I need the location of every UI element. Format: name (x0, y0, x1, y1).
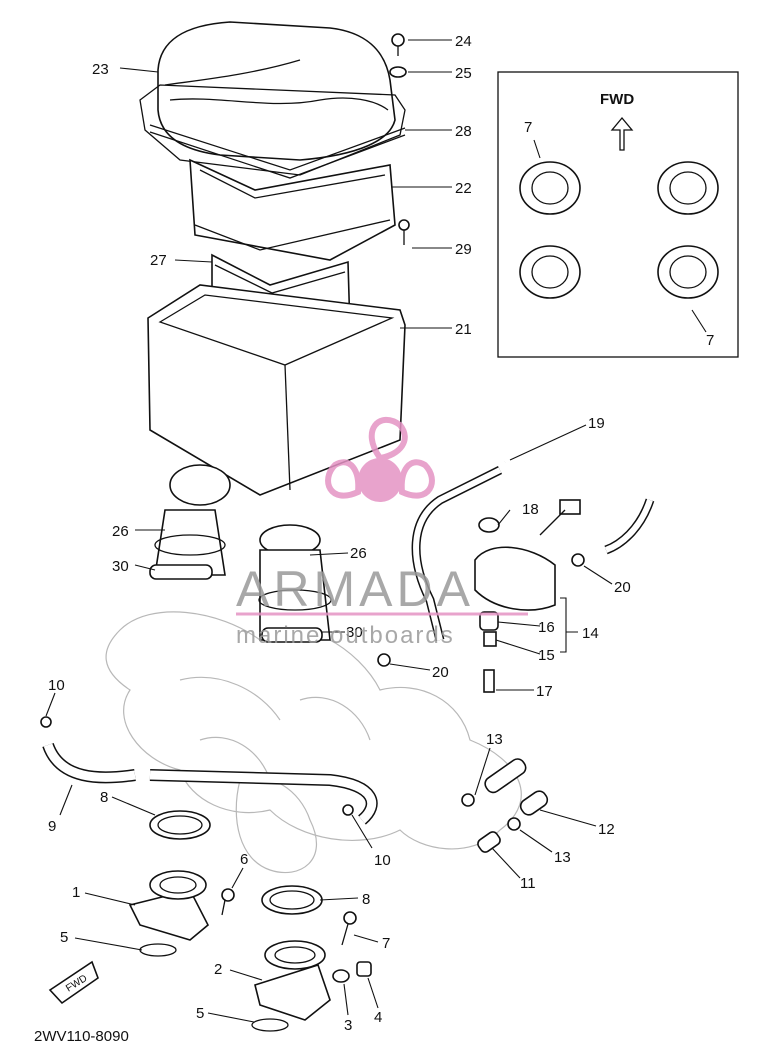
joint-26-right (258, 524, 332, 641)
callout-20-right: 20 (614, 579, 631, 596)
callout-15: 15 (538, 647, 555, 664)
washer-25 (389, 66, 407, 78)
clamp-8-upper (149, 810, 211, 840)
clip-20a (571, 553, 585, 567)
watermark-tagline: marine outboards (236, 622, 455, 649)
callout-8-upper: 8 (100, 789, 108, 806)
callout-26-left: 26 (112, 523, 129, 540)
nipple-17 (483, 669, 495, 693)
callout-5-lower: 5 (196, 1005, 204, 1022)
callout-6: 6 (240, 851, 248, 868)
inset-joint-ll (519, 245, 581, 299)
screw-29 (398, 219, 410, 245)
fuel-pump-14 (474, 499, 581, 611)
callout-22: 22 (455, 180, 472, 197)
leader-lines (45, 39, 707, 1023)
callout-24: 24 (455, 33, 472, 50)
fitting-11 (477, 831, 501, 853)
watermark-brand: ARMADA (236, 561, 474, 617)
armada-watermark: ARMADA marine outboards (236, 416, 528, 649)
clamp-30-right (261, 627, 323, 643)
clamp-30-left (149, 564, 213, 580)
hose-9 (42, 742, 378, 825)
plug-4 (356, 961, 372, 977)
callout-3: 3 (344, 1017, 352, 1034)
inset-joint-ul (519, 161, 581, 215)
orientation-inset: FWD (497, 71, 739, 358)
inset-joint-ur (657, 161, 719, 215)
callout-16: 16 (538, 619, 555, 636)
callout-5-upper: 5 (60, 929, 68, 946)
corner-fwd-arrow: FWD (48, 960, 99, 1005)
clip-13a (461, 793, 475, 807)
fitting-15 (483, 631, 497, 647)
filter-frame (189, 158, 396, 261)
callout-7-inset-bottom: 7 (706, 332, 714, 349)
callout-14: 14 (582, 625, 599, 642)
callout-4: 4 (374, 1009, 382, 1026)
callout-17: 17 (536, 683, 553, 700)
joint-26-left (154, 464, 231, 576)
airbox-gasket (149, 124, 406, 179)
intake-manifold-1 (128, 870, 210, 941)
callout-28: 28 (455, 123, 472, 140)
clip-10b (342, 804, 354, 816)
vent-hose-19 (411, 448, 655, 642)
intake-manifold-2 (254, 940, 331, 1021)
screw-24 (391, 33, 405, 56)
callout-30-left: 30 (112, 558, 129, 575)
clip-20b (377, 653, 391, 667)
callout-29: 29 (455, 241, 472, 258)
callout-23: 23 (92, 61, 109, 78)
collar-3 (332, 969, 350, 983)
callout-8-lower: 8 (362, 891, 370, 908)
inset-fwd-label: FWD (600, 91, 634, 108)
callout-10-left: 10 (48, 677, 65, 694)
callout-21: 21 (455, 321, 472, 338)
drawing-code: 2WV110-8090 (34, 1028, 129, 1045)
callout-26-right: 26 (350, 545, 367, 562)
callout-19: 19 (588, 415, 605, 432)
propeller-icon (325, 416, 435, 502)
oring-5-lower (251, 1018, 289, 1032)
callout-9: 9 (48, 818, 56, 835)
inset-joint-lr (657, 245, 719, 299)
callout-2: 2 (214, 961, 222, 978)
callout-7-main: 7 (382, 935, 390, 952)
callout-13-top: 13 (486, 731, 503, 748)
airbox-case (147, 284, 406, 496)
clamp-8-lower (261, 885, 323, 915)
callout-27: 27 (150, 252, 167, 269)
bolt-7 (341, 911, 357, 946)
callout-20-left: 20 (432, 664, 449, 681)
oring-5-upper (139, 943, 177, 957)
callout-11: 11 (520, 875, 536, 892)
airbox-cover (139, 21, 406, 176)
fitting-16 (479, 611, 499, 631)
callout-18: 18 (522, 501, 539, 518)
callout-12: 12 (598, 821, 615, 838)
clip-13b (507, 817, 521, 831)
hose-12 (519, 790, 549, 816)
callout-labels: 23 24 25 28 22 29 27 21 19 18 26 26 30 3… (48, 33, 714, 1034)
grommet-18 (478, 517, 500, 533)
hose-13 (484, 758, 527, 794)
callout-13-bottom: 13 (554, 849, 571, 866)
callout-1: 1 (72, 884, 80, 901)
bolt-6 (221, 888, 235, 916)
callout-7-inset-top: 7 (524, 119, 532, 136)
callout-10-right: 10 (374, 852, 391, 869)
fwd-arrow-icon (610, 116, 634, 151)
clip-10a (40, 716, 52, 728)
callout-30-right: 30 (346, 624, 363, 641)
callout-25: 25 (455, 65, 472, 82)
